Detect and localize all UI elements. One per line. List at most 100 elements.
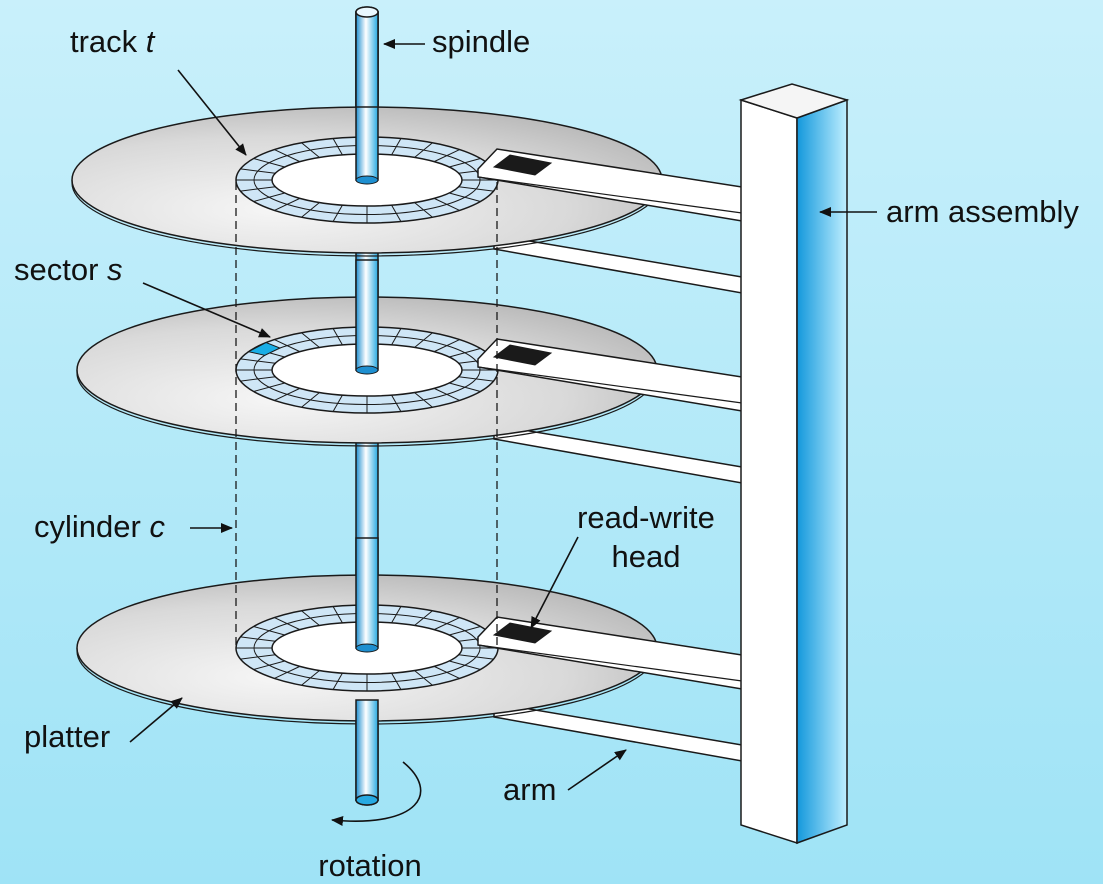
sector-divider [332, 138, 343, 156]
spindle-cap [355, 6, 379, 18]
sector-divider [240, 376, 276, 382]
sector-divider [240, 654, 276, 660]
spindle-cross-2 [355, 365, 379, 375]
arrow-read-write-head [530, 536, 579, 629]
sector-divider [391, 204, 402, 222]
label-platter: platter [24, 719, 110, 754]
sector-divider [240, 636, 276, 642]
platter-3 [76, 537, 743, 725]
label-arrows [129, 39, 877, 826]
spindle-top-shaft [355, 11, 379, 108]
highlighted-sector [247, 342, 282, 356]
arm-edge-1 [477, 176, 743, 214]
sector-divider [449, 660, 481, 670]
sector-divider [391, 672, 402, 690]
sector-divider [301, 142, 320, 158]
sector-divider [240, 358, 276, 364]
sector-divider [458, 186, 494, 192]
label-cylinder-variable: c [149, 509, 165, 544]
cylinder-guides [235, 182, 498, 650]
read-write-head-1 [492, 154, 553, 176]
sector-divider [391, 138, 402, 156]
sector-divider [332, 606, 343, 624]
platter-1 [71, 11, 743, 257]
label-arm-assembly: arm assembly [886, 194, 1079, 229]
label-spindle-text: spindle [432, 24, 530, 59]
sector-divider [414, 670, 433, 686]
sector-divider [433, 197, 460, 211]
sector-divider [414, 392, 433, 408]
arrow-sector [142, 282, 271, 338]
platter-stack [71, 6, 743, 806]
sector-divider [274, 339, 301, 353]
sector-divider [449, 348, 481, 358]
sector-divider [433, 339, 460, 353]
sector-divider [458, 376, 494, 382]
label-track: track t [70, 24, 156, 59]
sector-divider [301, 392, 320, 408]
spindle-segment-3 [355, 537, 379, 649]
sector-divider [253, 382, 285, 392]
platter-edge-2 [76, 370, 658, 447]
label-read-write-head-line2: head [612, 539, 681, 574]
sector-divider [332, 204, 343, 222]
arrow-track [177, 69, 247, 156]
assembly-top-face [738, 83, 850, 119]
sector-divider [253, 158, 285, 168]
label-rotation: rotation [318, 848, 421, 883]
spindle-foot [355, 794, 379, 806]
sector-divider [301, 610, 320, 626]
label-cylinder-text: cylinder [34, 509, 149, 544]
sector-divider [332, 328, 343, 346]
sector-divider [240, 186, 276, 192]
label-sector: sector s [14, 252, 123, 287]
sector-divider [274, 387, 301, 401]
arm-edge-2 [477, 366, 743, 404]
sector-divider [332, 394, 343, 412]
assembly-front-face [740, 98, 798, 845]
sector-divider [414, 202, 433, 218]
sector-divider [253, 626, 285, 636]
sector-divider [449, 192, 481, 202]
sector-divider [391, 394, 402, 412]
sector-divider [253, 660, 285, 670]
read-write-head-3 [492, 622, 553, 644]
sector-divider [433, 617, 460, 631]
sector-divider [414, 610, 433, 626]
label-sector-text: sector [14, 252, 107, 287]
arm-assembly [738, 83, 850, 845]
sector-divider [274, 197, 301, 211]
sector-divider [274, 149, 301, 163]
spindle-bottom-shaft [355, 699, 379, 801]
label-track-text: track [70, 24, 146, 59]
sector-divider [301, 670, 320, 686]
platter-2 [76, 259, 743, 447]
arm-edge-3 [477, 644, 743, 682]
read-write-head-2 [492, 344, 553, 366]
arrow-platter [129, 697, 183, 743]
sector-divider [274, 617, 301, 631]
spindle-cross-3 [355, 643, 379, 653]
sector-divider [414, 142, 433, 158]
sector-divider [274, 665, 301, 679]
sector-divider [449, 382, 481, 392]
sector-divider [433, 665, 460, 679]
label-arm: arm [503, 772, 556, 807]
sector-divider [391, 328, 402, 346]
sector-divider [240, 168, 276, 174]
label-spindle: spindle [432, 24, 530, 59]
sector-divider [458, 654, 494, 660]
sector-divider [301, 332, 320, 348]
label-cylinder: cylinder c [34, 509, 165, 544]
label-track-variable: t [146, 24, 156, 59]
spindle-segment-2 [355, 259, 379, 371]
sector-divider [301, 202, 320, 218]
sector-divider [253, 192, 285, 202]
label-read-write-head-line1: read-write [577, 500, 715, 535]
sector-divider [414, 332, 433, 348]
sector-divider [433, 387, 460, 401]
label-arm-assembly-text: arm assembly [886, 194, 1079, 229]
sector-divider [391, 606, 402, 624]
